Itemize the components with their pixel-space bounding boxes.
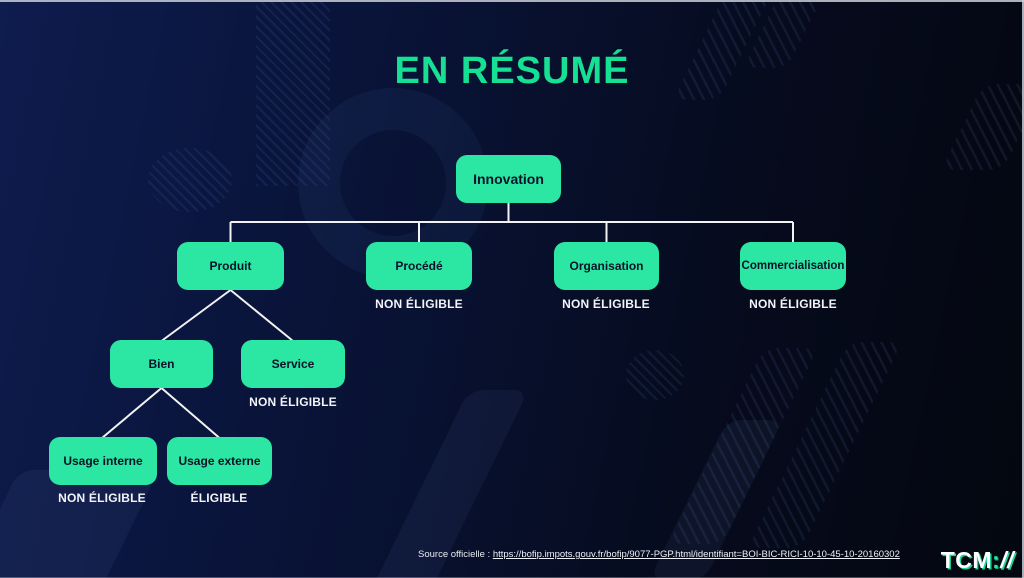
status-commercialisation: NON ÉLIGIBLE	[749, 297, 837, 311]
node-organisation: Organisation	[554, 242, 659, 290]
node-innovation: Innovation	[456, 155, 561, 203]
status-procede: NON ÉLIGIBLE	[375, 297, 463, 311]
source-link[interactable]: https://bofip.impots.gouv.fr/bofip/9077-…	[492, 549, 900, 560]
tcm-logo: TCM://	[941, 547, 1014, 574]
node-service: Service	[241, 340, 345, 388]
source-line: Source officielle : https://bofip.impots…	[418, 549, 900, 560]
status-organisation: NON ÉLIGIBLE	[562, 297, 650, 311]
window-edge-top	[0, 0, 1024, 2]
window-edge-right	[1022, 0, 1024, 578]
slide-title: EN RÉSUMÉ	[394, 50, 630, 92]
source-label: Source officielle :	[418, 549, 493, 560]
node-bien: Bien	[110, 340, 213, 388]
tcm-logo-slashes: //	[1000, 547, 1014, 573]
status-usage-externe: ÉLIGIBLE	[190, 491, 248, 505]
tcm-logo-colon: :	[992, 547, 1001, 573]
node-usage-externe: Usage externe	[167, 437, 272, 485]
status-service: NON ÉLIGIBLE	[249, 395, 337, 409]
node-commercialisation: Commercialisation	[740, 242, 846, 290]
tcm-logo-text: TCM	[940, 547, 993, 573]
node-procede: Procédé	[366, 242, 472, 290]
node-produit: Produit	[177, 242, 284, 290]
node-usage-interne: Usage interne	[49, 437, 157, 485]
status-usage-interne: NON ÉLIGIBLE	[58, 491, 146, 505]
